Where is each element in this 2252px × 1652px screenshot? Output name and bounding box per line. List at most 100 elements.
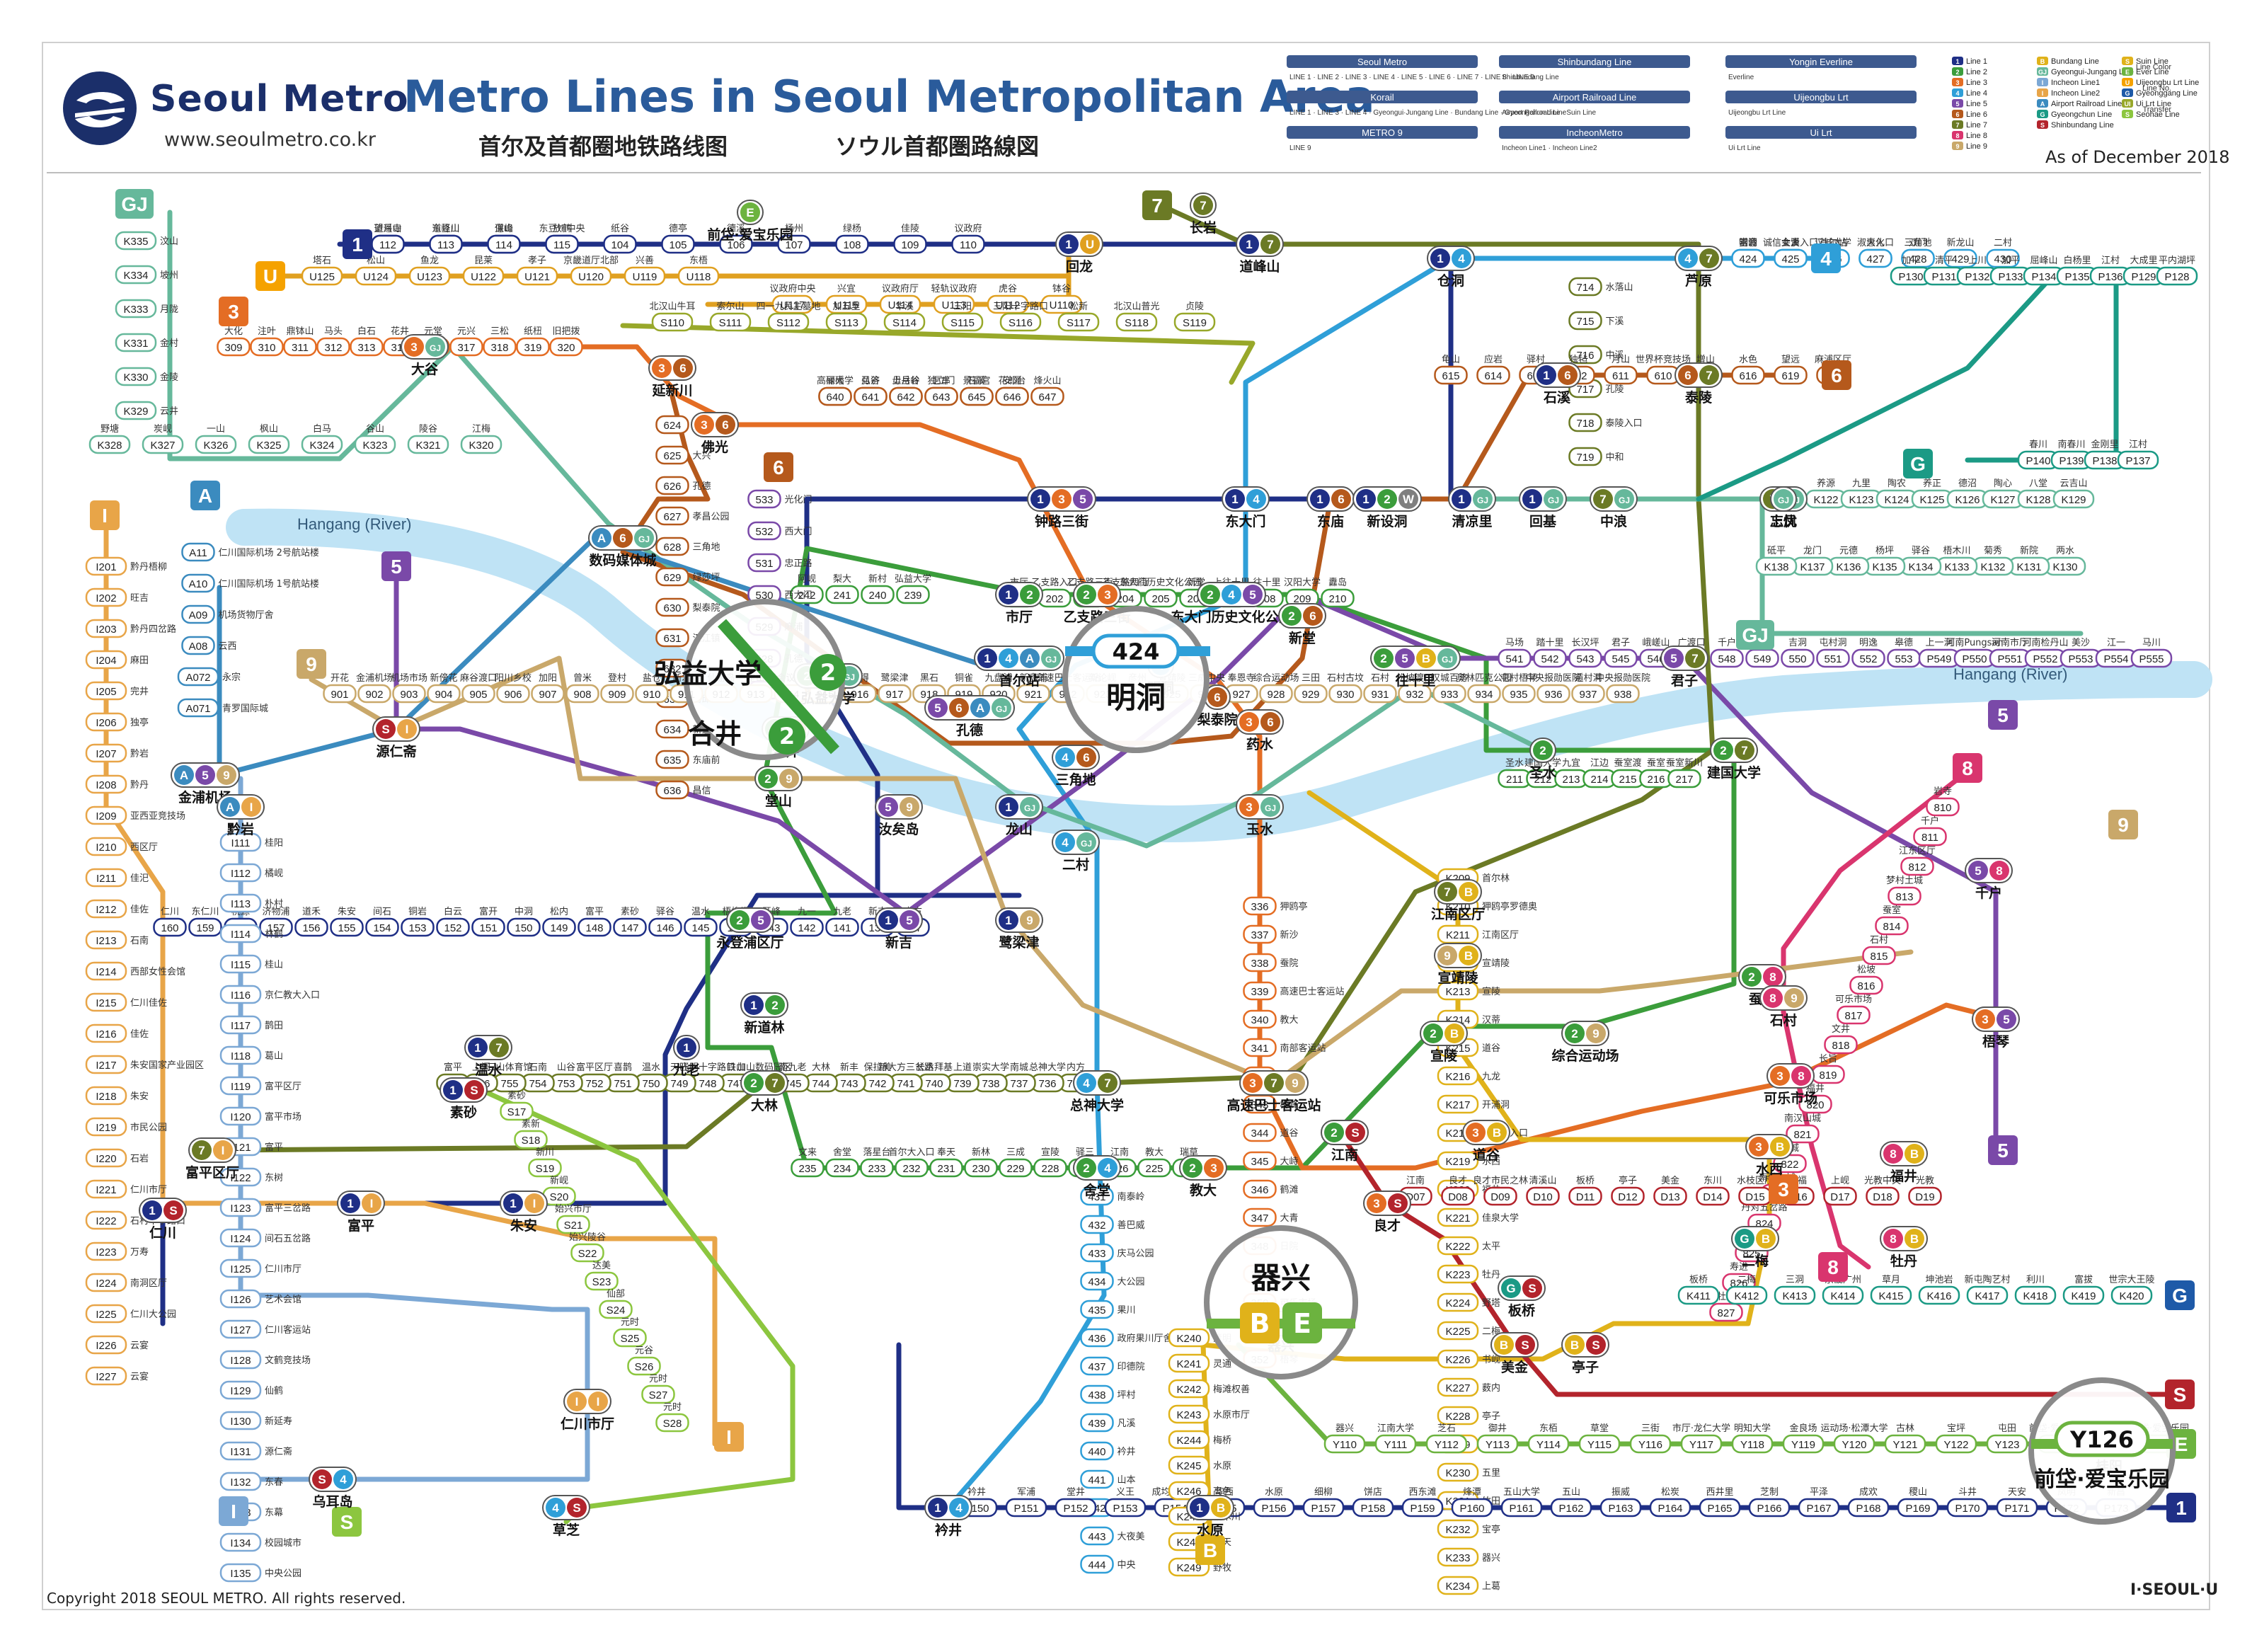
station-name: 九里 [1852,478,1871,489]
station-name: 首尔大入口 [888,1147,934,1158]
station-code: D08 [1448,1191,1468,1203]
station-code: 317 [457,342,475,354]
legend-note: Line No. [2142,84,2171,93]
transfer-line-label: 7 [1706,369,1712,382]
station-name: 文井 [1832,1024,1850,1035]
station-name: 轻轨议政府 [931,284,977,294]
station-code: K228 [1445,1411,1470,1423]
copyright: Copyright 2018 SEOUL METRO. All rights r… [47,1590,406,1607]
station-name: 水原 [1213,1461,1231,1472]
transfer-line-label: 1 [1037,493,1043,506]
station-code: 212 [1534,774,1551,786]
station-code: Y116 [1638,1439,1662,1451]
brand-url[interactable]: www.seoulmetro.co.kr [164,129,377,151]
station-name: 养源 [1817,478,1835,489]
station-name: 狎鸥亭 [1280,901,1308,912]
transfer-line-label: 2 [750,1077,757,1090]
station-name: 果川 [1118,1305,1136,1316]
station-name: 奉恩寺 [1227,673,1255,684]
station-code: K138 [1764,561,1788,573]
station-name: 纸谷 [611,224,629,234]
station-code: 738 [982,1078,999,1090]
station-code: 640 [826,391,844,403]
transfer-line-label: 7 [198,1144,205,1157]
transfer-line-label: 7 [1267,238,1273,251]
station-name: 石岩 [130,1154,149,1164]
line-endpoint-badge: 3 [1769,1174,1798,1204]
station-code: S115 [950,317,975,329]
station-code-pill [294,917,328,937]
station-name: 塔石 [313,256,331,266]
station-name: 黔丹梧柳 [130,562,167,573]
station-code-pill [790,585,824,604]
station-code: 543 [1576,653,1594,665]
station-code-pill [1243,896,1277,916]
station-code-pill [301,266,343,286]
station-code-pill [655,567,689,587]
transfer-line-label: 5 [885,801,891,814]
station-code: 210 [1328,593,1346,605]
transfer-line-label: 4 [1684,252,1691,265]
station-name: 中央报勋医院 [1595,673,1650,684]
station-name: 上月谷 [892,376,919,386]
station-name: 绿杨 [843,224,861,234]
station-name: 九宜 [1562,758,1580,769]
station-code: I213 [96,935,116,947]
station-code-pill [1568,447,1602,466]
station-code-pill [1294,684,1328,704]
station-code: S110 [660,317,684,329]
line-badge-label: 7 [1151,195,1163,217]
line-endpoint-badge: B [1195,1535,1225,1565]
map-title: Metro Lines in Seoul Metropolitan Area [403,71,1375,122]
station-name: 南洞区厅 [130,1278,167,1289]
station-code: K418 [2023,1290,2047,1302]
transfer-line-label: 4 [1458,252,1465,265]
line-endpoint-badge: G [1903,449,1933,478]
line-badge-label: 8 [1962,757,1973,779]
station-name: 机场市场 [391,672,427,684]
station-name: 善巴威 [1118,1220,1145,1231]
station-code: K321 [415,440,440,452]
station-code-pill [790,917,824,937]
station-name: 庆马公园 [1118,1249,1154,1259]
callout-badge-label: E [1293,1308,1311,1339]
station-code-pill [1774,365,1808,385]
station-name: 总神大学 [1029,1062,1066,1073]
station-code: I130 [230,1416,251,1428]
station-code: I111 [231,837,251,849]
station-code: K135 [1872,561,1897,573]
river-label-west: Hangang (River) [297,515,411,533]
station-name: 美金 [1661,1175,1679,1186]
station-name: 注叶 [258,326,276,337]
station-code-pill [217,337,251,357]
station-code-pill [747,489,781,509]
station-code: 439 [1088,1418,1105,1430]
station-name: 道峰 [495,224,513,234]
station-code: 160 [161,922,178,934]
